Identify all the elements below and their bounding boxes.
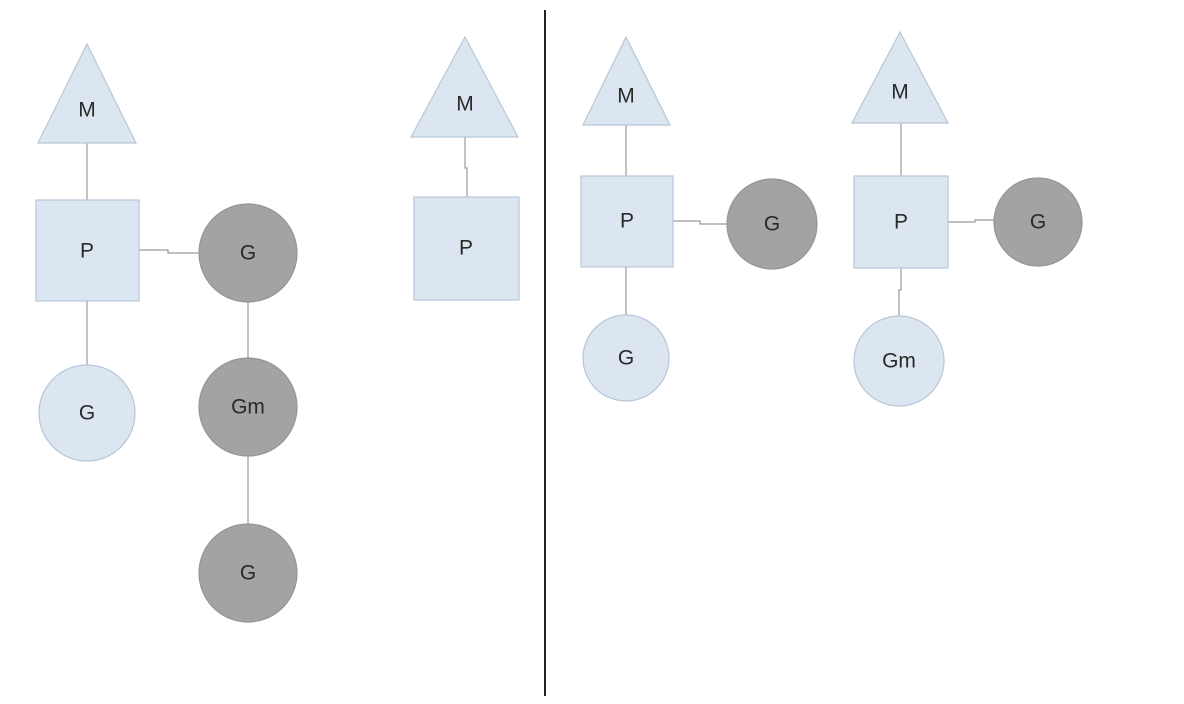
machine-triangle-icon [851, 30, 949, 124]
goroutine-label: G [79, 402, 95, 425]
goroutine-circle-icon [198, 357, 298, 457]
goroutine-label: Gm [882, 350, 916, 373]
processor-node: P [580, 175, 674, 268]
right-panel: M P G G M P G Gm [580, 30, 1083, 407]
goroutine-gm-node: Gm [198, 357, 298, 457]
goroutine-circle-icon [198, 203, 298, 303]
processor-square-icon [853, 175, 949, 269]
machine-label: M [617, 85, 635, 108]
processor-node: P [413, 196, 520, 301]
processor-label: P [459, 237, 473, 260]
processor-label: P [620, 210, 634, 233]
goroutine-waiting-node: G [198, 523, 298, 623]
goroutine-circle-icon [38, 364, 136, 462]
machine-triangle-icon [582, 35, 671, 126]
processor-label: P [894, 211, 908, 234]
goroutine-label: G [618, 347, 634, 370]
connector-p2-grunning2-right [948, 219, 994, 223]
goroutine-running-node: G [726, 178, 818, 270]
processor-node: P [853, 175, 949, 269]
connector-p2-gm-right [898, 268, 902, 318]
goroutine-local-node: G [582, 314, 670, 402]
goroutine-label: G [240, 562, 256, 585]
processor-square-icon [580, 175, 674, 268]
machine-triangle-icon [409, 35, 519, 138]
goroutine-circle-icon [582, 314, 670, 402]
machine-triangle-icon [37, 42, 137, 144]
processor-square-icon [35, 199, 140, 302]
connector-m2-p2-left [464, 137, 468, 197]
machine-label: M [78, 99, 96, 122]
goroutine-label: Gm [231, 396, 265, 419]
connector-p1-grunning1-right [673, 220, 728, 225]
processor-label: P [80, 240, 94, 263]
connectors [86, 123, 994, 524]
goroutine-label: G [240, 242, 256, 265]
machine-node: M [851, 30, 949, 124]
goroutine-running-node: G [198, 203, 298, 303]
goroutine-gm-node: Gm [853, 315, 945, 407]
machine-node: M [409, 35, 519, 138]
goroutine-circle-icon [853, 315, 945, 407]
left-panel: M P G G Gm G M P [35, 35, 520, 623]
machine-node: M [37, 42, 137, 144]
goroutine-circle-icon [726, 178, 818, 270]
machine-label: M [456, 93, 474, 116]
machine-label: M [891, 81, 909, 104]
goroutine-local-node: G [38, 364, 136, 462]
processor-square-icon [413, 196, 520, 301]
goroutine-label: G [1030, 211, 1046, 234]
goroutine-running-node: G [993, 177, 1083, 267]
processor-node: P [35, 199, 140, 302]
goroutine-circle-icon [993, 177, 1083, 267]
machine-node: M [582, 35, 671, 126]
goroutine-circle-icon [198, 523, 298, 623]
connector-p1-grunning-left [139, 249, 200, 254]
goroutine-label: G [764, 213, 780, 236]
